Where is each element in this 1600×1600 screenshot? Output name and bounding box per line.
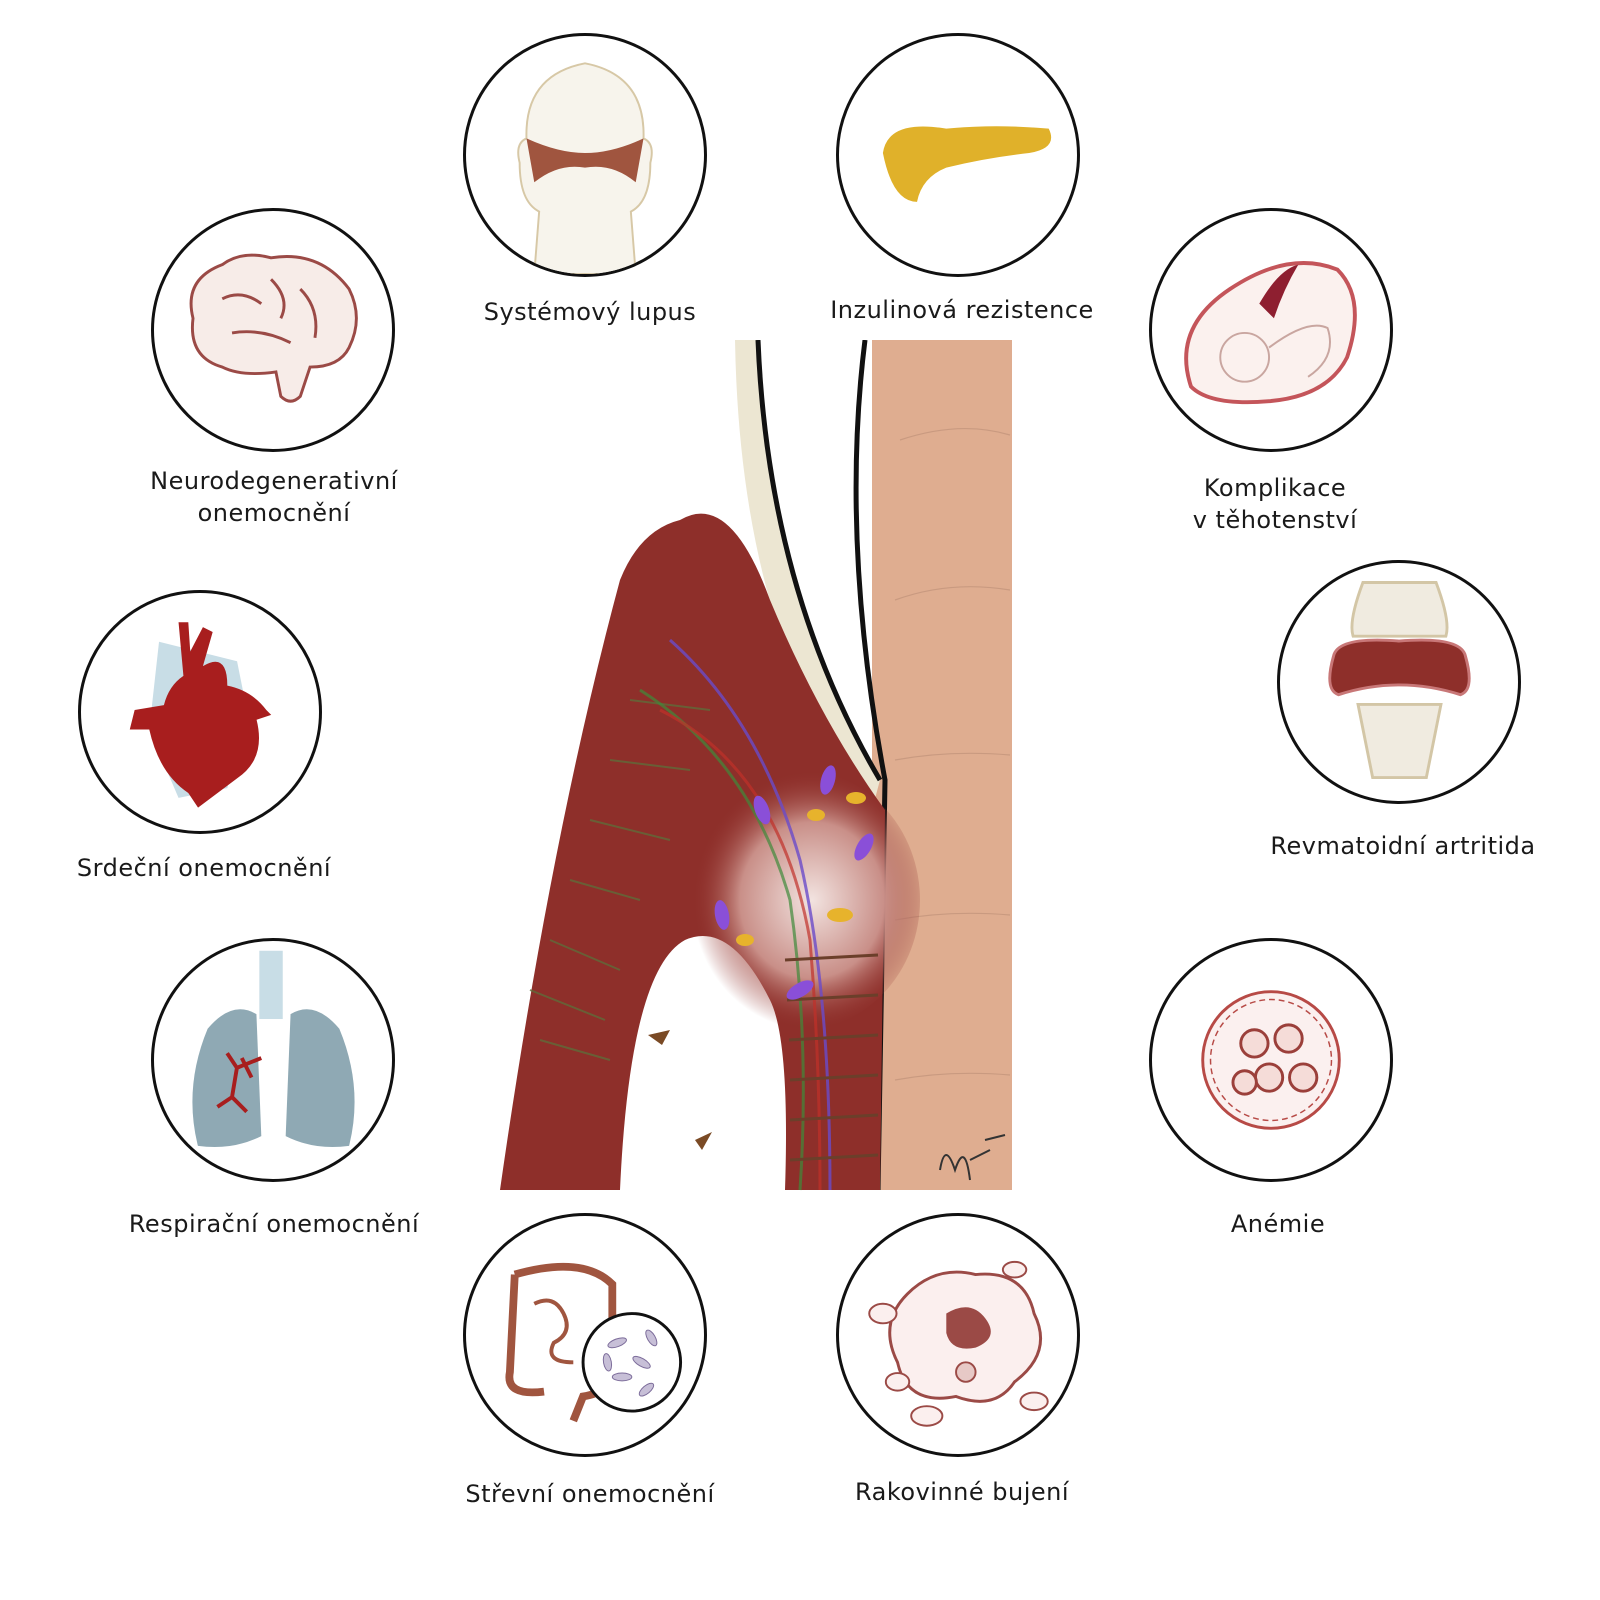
bacteria-cluster — [714, 765, 874, 1000]
heart-circle — [78, 590, 322, 834]
pregnancy-label: Komplikace v těhotenství — [1192, 474, 1358, 534]
anemia-circle — [1149, 938, 1393, 1182]
arthritis-label: Revmatoidní artritida — [1270, 832, 1536, 860]
heart-icon — [129, 622, 272, 808]
intestines-bacteria-icon — [505, 1262, 683, 1423]
artist-signature — [939, 1134, 1006, 1181]
gut-circle — [463, 1213, 707, 1457]
respiratory-circle — [151, 938, 395, 1182]
brain-icon — [189, 253, 358, 403]
cancer-label: Rakovinné bujení — [854, 1478, 1070, 1506]
face-butterfly-rash-icon — [517, 62, 653, 274]
cancer-cells-icon — [868, 1260, 1049, 1427]
arthritis-circle — [1277, 560, 1521, 804]
heart-label: Srdeční onemocnění — [76, 854, 332, 882]
enamel — [735, 340, 880, 810]
insulin-label: Inzulinová rezistence — [830, 296, 1094, 324]
insulin-circle — [836, 33, 1080, 277]
inflamed-joint-icon — [1328, 581, 1471, 780]
neuro-label: Neurodegenerativní onemocnění — [150, 467, 398, 527]
blood-cells-icon — [1201, 990, 1341, 1130]
pregnancy-circle — [1149, 208, 1393, 452]
pancreas-icon — [882, 126, 1052, 202]
neuro-circle — [151, 208, 395, 452]
tooth-root — [872, 340, 1012, 1190]
fetus-in-uterus-icon — [1184, 261, 1357, 405]
lupus-circle — [463, 33, 707, 277]
lungs-icon — [192, 950, 355, 1148]
gum-tooth-illustration — [500, 339, 1040, 1220]
anemia-label: Anémie — [1230, 1210, 1326, 1238]
cancer-circle — [836, 1213, 1080, 1457]
lupus-label: Systémový lupus — [483, 298, 697, 326]
gut-label: Střevní onemocnění — [465, 1480, 715, 1508]
respiratory-label: Respirační onemocnění — [128, 1210, 420, 1238]
